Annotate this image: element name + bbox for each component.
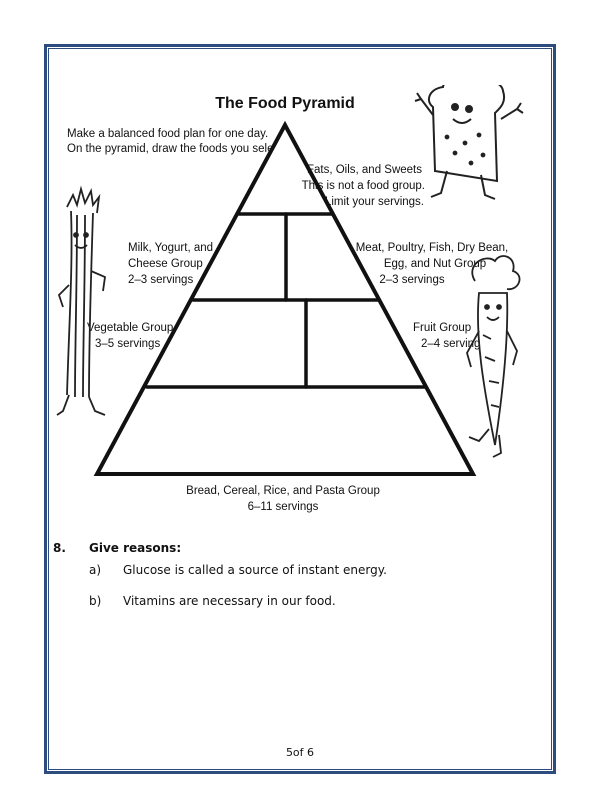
food-pyramid-illustration: The Food Pyramid Make a balanced food pl…: [56, 85, 524, 513]
svg-text:Cheese Group: Cheese Group: [128, 258, 203, 270]
bread-character-illustration: [414, 85, 524, 200]
svg-text:This is not a food group.: This is not a food group.: [302, 180, 425, 192]
svg-text:Egg, and Nut Group: Egg, and Nut Group: [384, 258, 486, 270]
question-item-b: b) Vitamins are necessary in our food.: [89, 594, 533, 608]
item-text: Glucose is called a source of instant en…: [123, 563, 387, 577]
item-text: Vitamins are necessary in our food.: [123, 594, 336, 608]
svg-text:Meat, Poultry, Fish, Dry Bean,: Meat, Poultry, Fish, Dry Bean,: [356, 242, 509, 254]
page-border: [44, 44, 556, 774]
svg-text:Limit your servings.: Limit your servings.: [325, 196, 424, 208]
milk-label: Milk, Yogurt, and Cheese Group 2–3 servi…: [128, 242, 213, 286]
page-border-inner: [48, 48, 552, 770]
svg-text:2–3 servings: 2–3 servings: [128, 274, 193, 286]
bread-label: Bread, Cereal, Rice, and Pasta Group 6–1…: [186, 485, 380, 513]
fats-label: Fats, Oils, and Sweets This is not a foo…: [302, 164, 425, 208]
meat-label: Meat, Poultry, Fish, Dry Bean, Egg, and …: [356, 242, 509, 286]
pyramid-diagram: [93, 120, 477, 476]
svg-text:Bread, Cereal, Rice, and Pasta: Bread, Cereal, Rice, and Pasta Group: [186, 485, 380, 497]
vegetable-label: Vegetable Group 3–5 servings: [87, 322, 173, 350]
question-number: 8.: [53, 541, 66, 555]
carrot-character-illustration: [466, 255, 521, 458]
item-letter: b): [89, 594, 102, 608]
celery-character-illustration: [56, 185, 106, 416]
svg-text:6–11 servings: 6–11 servings: [248, 501, 319, 513]
svg-text:Vegetable Group: Vegetable Group: [87, 322, 173, 334]
svg-text:3–5 servings: 3–5 servings: [95, 338, 160, 350]
question-item-a: a) Glucose is called a source of instant…: [89, 563, 533, 577]
instruction-line-1: Make a balanced food plan for one day.: [67, 128, 268, 140]
svg-text:2–4 servings: 2–4 servings: [421, 338, 486, 350]
question-heading-row: 8. Give reasons:: [53, 541, 533, 555]
svg-text:2–3 servings: 2–3 servings: [379, 274, 444, 286]
instruction-line-2: On the pyramid, draw the foods you selec…: [67, 143, 286, 155]
svg-text:Fruit Group: Fruit Group: [413, 322, 471, 334]
food-pyramid-worksheet: The Food Pyramid Make a balanced food pl…: [55, 85, 540, 515]
question-heading: Give reasons:: [89, 541, 182, 555]
question-8: 8. Give reasons: a) Glucose is called a …: [53, 541, 533, 608]
item-letter: a): [89, 563, 102, 577]
page-number: 5of 6: [285, 746, 315, 759]
worksheet-title: The Food Pyramid: [215, 95, 355, 112]
svg-text:Fats, Oils, and Sweets: Fats, Oils, and Sweets: [307, 164, 422, 176]
svg-text:Milk, Yogurt, and: Milk, Yogurt, and: [128, 242, 213, 254]
